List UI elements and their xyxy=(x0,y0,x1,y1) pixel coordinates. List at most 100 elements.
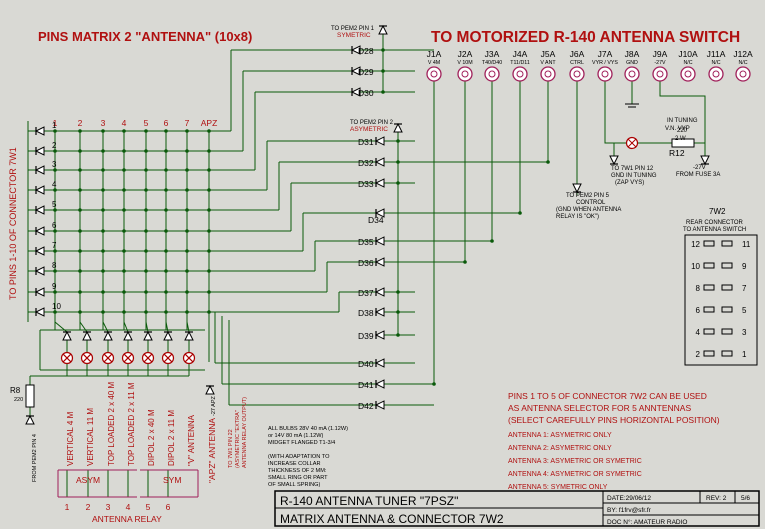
matrix-row-9: 9 xyxy=(52,282,57,291)
tuning-note-line3: (ZAP VYS) xyxy=(615,180,644,186)
jack-sub-J2A: V 10M xyxy=(457,60,472,66)
jack-id-J9A: J9A xyxy=(653,49,668,59)
diode-D33 xyxy=(374,178,385,188)
svg-text:SMALL RING OR PART: SMALL RING OR PART xyxy=(268,475,328,481)
diode-label-D40: D40 xyxy=(358,359,374,369)
title-line1: R-140 ANTENNA TUNER "7PSZ" xyxy=(280,494,458,508)
jack-J5A xyxy=(540,66,556,82)
title-by: BY: f1frv@sfr.fr xyxy=(607,507,652,514)
apz-small-label: -27 APZ xyxy=(211,395,217,416)
pem-asym-line2: ASYMETRIC xyxy=(350,126,388,133)
jack-sub-J3A: T40/D40 xyxy=(482,60,502,66)
connector-pin-4: 4 xyxy=(696,328,701,337)
matrix-col-7: 7 xyxy=(185,118,190,128)
jack-J12A xyxy=(735,66,751,82)
jack-sub-J9A: -27V xyxy=(654,60,666,66)
col-diode-3 xyxy=(103,330,113,341)
jack-sub-J8A: GND xyxy=(626,60,638,66)
apz-note-line3: ANTENNA RELAY OUTPUT) xyxy=(242,397,248,468)
r8-value: 220 xyxy=(14,397,23,403)
col-diode-7 xyxy=(184,330,194,341)
diode-D35 xyxy=(374,236,385,246)
pins-note-line2: AS ANTENNA SELECTOR FOR 5 ANNTENNAS xyxy=(508,403,691,413)
apz-note-line2: (ASYMETRIC "EXTRA" xyxy=(235,410,241,468)
row-diode-3 xyxy=(34,165,45,175)
connector-pin-10: 10 xyxy=(691,262,700,271)
diode-label-D34: D34 xyxy=(368,215,384,225)
apz-antenna-label: "APZ" ANTENNA xyxy=(207,418,217,483)
control-note-line3: (GND WHEN ANTENNA xyxy=(556,207,621,213)
connector-pin-6: 6 xyxy=(696,306,701,315)
r8-resistor xyxy=(25,384,35,408)
matrix-row-4: 4 xyxy=(52,180,57,189)
row-diode-7 xyxy=(34,246,45,256)
diode-label-D41: D41 xyxy=(358,380,374,390)
fuse-line2: FROM FUSE 3A xyxy=(676,172,720,178)
svg-text:or 14V 80 mA (1.12W): or 14V 80 mA (1.12W) xyxy=(268,433,323,439)
control-arrow xyxy=(572,183,582,194)
matrix-col-1: 1 xyxy=(53,118,58,128)
matrix-row-1: 1 xyxy=(52,121,57,130)
relay-num-2: 2 xyxy=(86,502,91,512)
from-pem2-pin4: FROM PEM2 PIN 4 xyxy=(32,434,38,482)
tuning-note-line2: GND IN TUNING xyxy=(611,173,657,179)
diode-label-D37: D37 xyxy=(358,288,374,298)
diode-D32 xyxy=(374,157,385,167)
jack-sub-J7A: VYR / VYS xyxy=(592,60,618,66)
diode-D38 xyxy=(374,307,385,317)
diode-label-D35: D35 xyxy=(358,237,374,247)
relay-num-6: 6 xyxy=(166,502,171,512)
row-diode-10 xyxy=(34,307,45,317)
r8-arrow xyxy=(25,414,35,425)
jack-J3A xyxy=(484,66,500,82)
relay-num-3: 3 xyxy=(106,502,111,512)
jack-sub-J11A: N/C xyxy=(711,60,720,66)
jack-J9A xyxy=(652,66,668,82)
bulb-2 xyxy=(80,351,94,365)
asym-label: ASYM xyxy=(76,475,100,485)
antenna-3-note: ANTENNA 3: ASYMETRIC OR SYMETRIC xyxy=(508,458,642,465)
antenna-label-3: TOP LOADED 2 x 40 M xyxy=(107,381,116,466)
antenna-label-7: "V" ANTENNA xyxy=(187,414,196,466)
matrix-row-8: 8 xyxy=(52,261,57,270)
title-block: R-140 ANTENNA TUNER "7PSZ" MATRIX ANTENN… xyxy=(274,490,760,527)
diode-D37 xyxy=(374,287,385,297)
diode-label-D42: D42 xyxy=(358,401,374,411)
jack-J10A xyxy=(680,66,696,82)
title-doc: DOC N°: AMATEUR RADIO xyxy=(607,518,688,526)
matrix-row-3: 3 xyxy=(52,160,57,169)
connector-sub-line2: TO ANTENNA SWITCH xyxy=(683,227,746,233)
pem-sym-line1: TO PEM2 PIN 1 xyxy=(331,26,375,32)
sym-arrow xyxy=(378,24,388,35)
svg-text:MIDGET FLANGED T1-3/4: MIDGET FLANGED T1-3/4 xyxy=(268,440,335,446)
matrix-title: PINS MATRIX 2 "ANTENNA" (10x8) xyxy=(38,29,252,44)
diode-label-D29: D29 xyxy=(358,67,374,77)
connector-pin-1: 1 xyxy=(742,350,747,359)
svg-text:INCREASE COLLAR: INCREASE COLLAR xyxy=(268,461,321,467)
jack-id-J12A: J12A xyxy=(733,49,753,59)
jack-id-J6A: J6A xyxy=(570,49,585,59)
pem-asym-line1: TO PEM2 PIN 2 xyxy=(350,120,394,126)
jack-J11A xyxy=(708,66,724,82)
matrix-row-6: 6 xyxy=(52,221,57,230)
connector-pin-5: 5 xyxy=(742,306,747,315)
jack-sub-J5A: V ANT xyxy=(540,60,556,66)
bulb-5 xyxy=(141,351,155,365)
row-diode-2 xyxy=(34,146,45,156)
jack-J7A xyxy=(597,66,613,82)
jack-sub-J4A: T11/D11 xyxy=(510,60,530,66)
r12-resistor xyxy=(671,138,695,148)
matrix-row-2: 2 xyxy=(52,141,57,150)
apz-arrow xyxy=(205,384,215,395)
antenna-label-4: TOP LOADED 2 x 11 M xyxy=(127,382,136,466)
diode-D40 xyxy=(374,358,385,368)
jack-id-J11A: J11A xyxy=(707,49,726,59)
bulb-3 xyxy=(101,351,115,365)
sym-label: SYM xyxy=(163,475,181,485)
diode-D28 xyxy=(350,45,361,55)
col-diode-5 xyxy=(143,330,153,341)
pem-sym-line2: SYMETRIC xyxy=(337,32,371,39)
r12-watt: 2 W xyxy=(675,136,686,142)
